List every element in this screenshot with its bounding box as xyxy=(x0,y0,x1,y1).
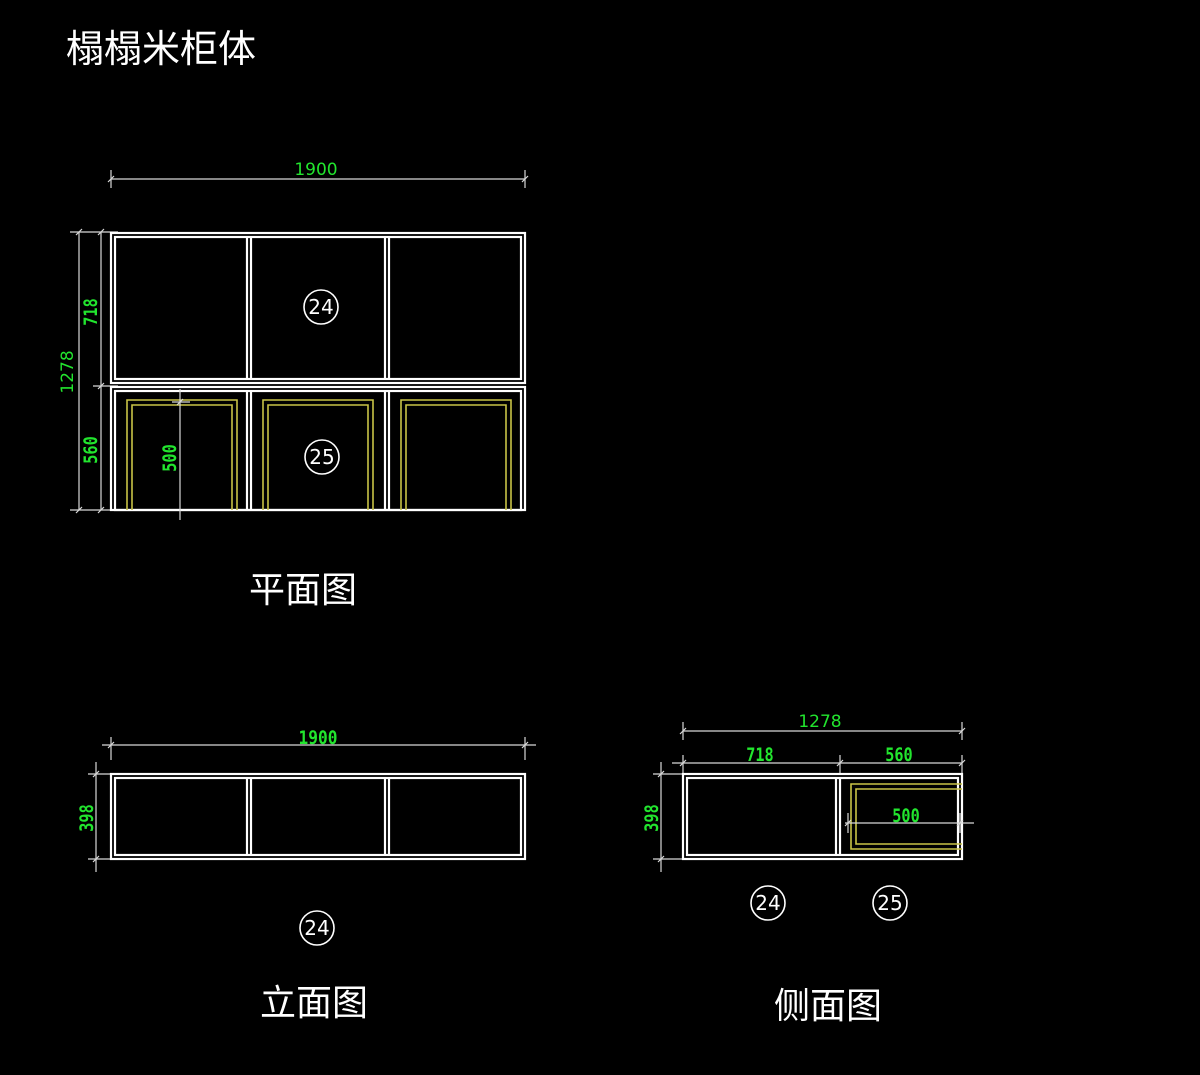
side-right-label: 560 xyxy=(885,744,912,766)
front-height-label: 398 xyxy=(76,804,98,831)
front-width-label: 1900 xyxy=(299,728,338,750)
plan-upper-height-label: 718 xyxy=(80,298,102,325)
svg-text:24: 24 xyxy=(755,891,780,915)
plan-upper-cabinet xyxy=(109,231,527,385)
plan-view: 1900 1278 718 560 xyxy=(58,160,529,611)
svg-text:25: 25 xyxy=(877,891,902,915)
side-view-label: 侧面图 xyxy=(774,986,882,1027)
side-height-label: 398 xyxy=(641,804,663,831)
plan-height-dimensions: 1278 718 560 xyxy=(58,228,118,514)
svg-text:25: 25 xyxy=(309,445,334,469)
plan-drawer-depth-label: 500 xyxy=(159,444,181,471)
front-tag-24: 24 xyxy=(299,910,335,946)
side-tag-25: 25 xyxy=(872,885,908,921)
side-left-label: 718 xyxy=(746,744,773,766)
plan-tag-25: 25 xyxy=(304,439,340,475)
svg-text:24: 24 xyxy=(304,916,329,940)
plan-lower-height-label: 560 xyxy=(80,436,102,463)
side-tag-24: 24 xyxy=(750,885,786,921)
front-cabinet xyxy=(109,772,527,861)
front-height-dimension: 398 xyxy=(76,762,111,872)
plan-total-height-label: 1278 xyxy=(58,350,78,393)
front-view: 1900 398 24 立面图 xyxy=(76,728,536,1024)
side-total-dimension: 1278 xyxy=(679,712,966,740)
side-drawer-outline xyxy=(850,783,962,850)
front-view-label: 立面图 xyxy=(260,983,368,1024)
plan-width-dimension: 1900 xyxy=(107,160,529,188)
plan-lower-cabinet: 500 xyxy=(109,385,527,520)
front-width-dimension: 1900 xyxy=(102,728,536,760)
plan-tag-24: 24 xyxy=(303,289,339,325)
side-height-dimension: 398 xyxy=(641,762,683,872)
side-cabinet: 500 xyxy=(681,772,974,861)
plan-view-label: 平面图 xyxy=(249,570,357,611)
svg-text:24: 24 xyxy=(308,295,333,319)
side-view: 1278 718 560 398 xyxy=(641,712,974,1027)
drawing-title: 榻榻米柜体 xyxy=(66,27,256,71)
plan-width-label: 1900 xyxy=(294,160,337,180)
side-segment-dimension: 718 560 xyxy=(672,744,966,775)
side-total-label: 1278 xyxy=(798,712,841,732)
side-inner-label: 500 xyxy=(892,805,919,827)
